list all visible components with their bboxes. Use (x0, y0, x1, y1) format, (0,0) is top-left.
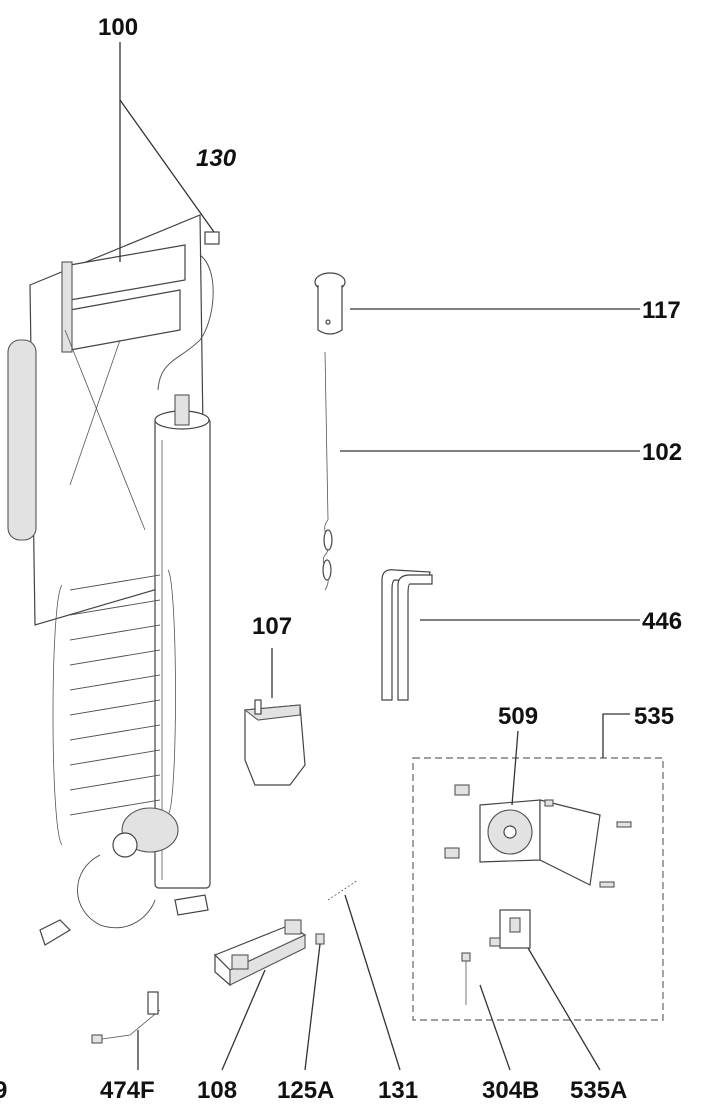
evaporator-coil (52, 569, 176, 846)
label-509: 509 (498, 703, 538, 730)
label-131: 131 (378, 1077, 418, 1104)
part-474F-cable (91, 991, 161, 1044)
part-labels: 100 130 117 102 446 107 509 535 9 474F 1… (0, 14, 682, 1104)
label-cut-off: 9 (0, 1077, 7, 1104)
part-107-cup (243, 699, 306, 786)
label-474F: 474F (100, 1077, 155, 1104)
cooling-unit-assembly (7, 214, 220, 946)
label-100: 100 (98, 14, 138, 41)
label-130: 130 (196, 145, 237, 172)
part-108-bracket (213, 919, 307, 987)
label-535A: 535A (570, 1077, 627, 1104)
label-102: 102 (642, 439, 682, 466)
part-446-tubes (381, 569, 433, 701)
label-446: 446 (642, 608, 682, 635)
condenser-fins (61, 244, 186, 353)
label-304B: 304B (482, 1077, 539, 1104)
part-535A-switch (489, 909, 531, 949)
kit-535-outline (412, 757, 664, 1021)
part-125A-screw (315, 933, 325, 945)
label-117: 117 (642, 297, 681, 324)
absorber-tank (7, 339, 37, 541)
part-102-rod (322, 351, 333, 591)
part-117-tube (314, 272, 346, 335)
leader-lines (119, 42, 640, 1071)
label-125A: 125A (277, 1077, 334, 1104)
label-108: 108 (197, 1077, 237, 1104)
label-535: 535 (634, 703, 674, 730)
part-304B-sensor (461, 952, 471, 1005)
part-131-spring (327, 879, 359, 901)
part-130-block (204, 231, 220, 245)
label-107: 107 (252, 613, 292, 640)
part-509-fan (444, 784, 632, 888)
